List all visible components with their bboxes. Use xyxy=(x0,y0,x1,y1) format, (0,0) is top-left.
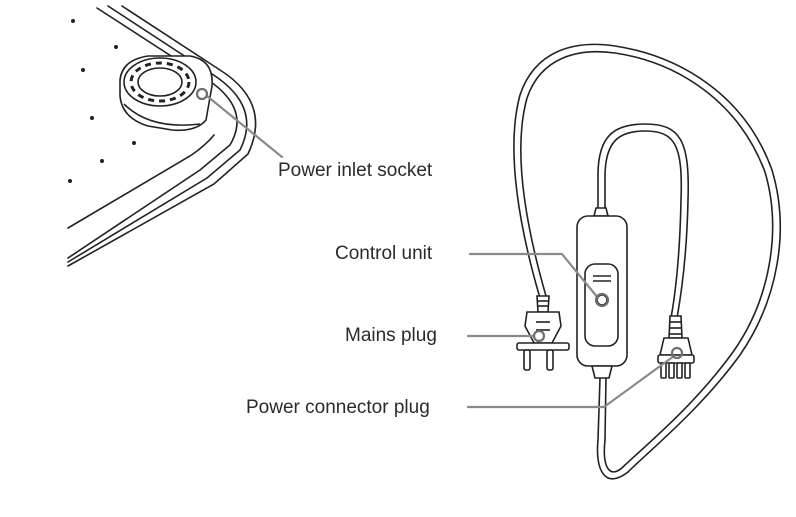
label-power-connector-plug: Power connector plug xyxy=(246,397,430,418)
leader-power-inlet-socket xyxy=(205,94,284,159)
leader-lines xyxy=(195,87,684,409)
label-power-inlet-socket: Power inlet socket xyxy=(278,160,433,181)
power-connector-plug-drawing xyxy=(657,315,695,379)
power-inlet-socket-drawing xyxy=(119,55,213,132)
heating-pad-corner xyxy=(67,5,257,267)
control-unit-drawing xyxy=(576,207,628,379)
leader-power-connector-plug xyxy=(466,354,676,409)
leader-control-unit xyxy=(468,252,600,300)
label-control-unit: Control unit xyxy=(335,243,433,264)
power-cord xyxy=(513,43,781,480)
label-mains-plug: Mains plug xyxy=(345,325,437,346)
